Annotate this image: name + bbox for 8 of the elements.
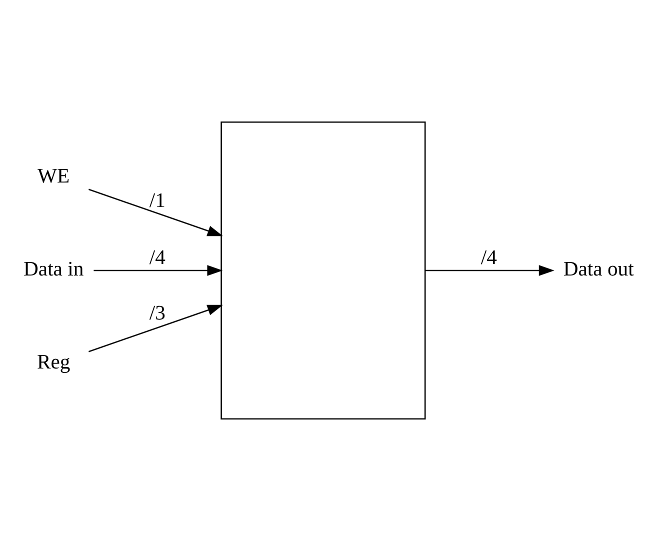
edge-label: /4 [149,246,166,268]
node-text: Data out [563,258,634,280]
node-text: Data in [24,258,84,280]
node-text: WE [38,165,70,188]
edge-label: /1 [149,190,166,212]
node-text: Reg [36,350,70,373]
edge-label: /3 [149,302,166,324]
edge-label: /4 [480,246,497,268]
